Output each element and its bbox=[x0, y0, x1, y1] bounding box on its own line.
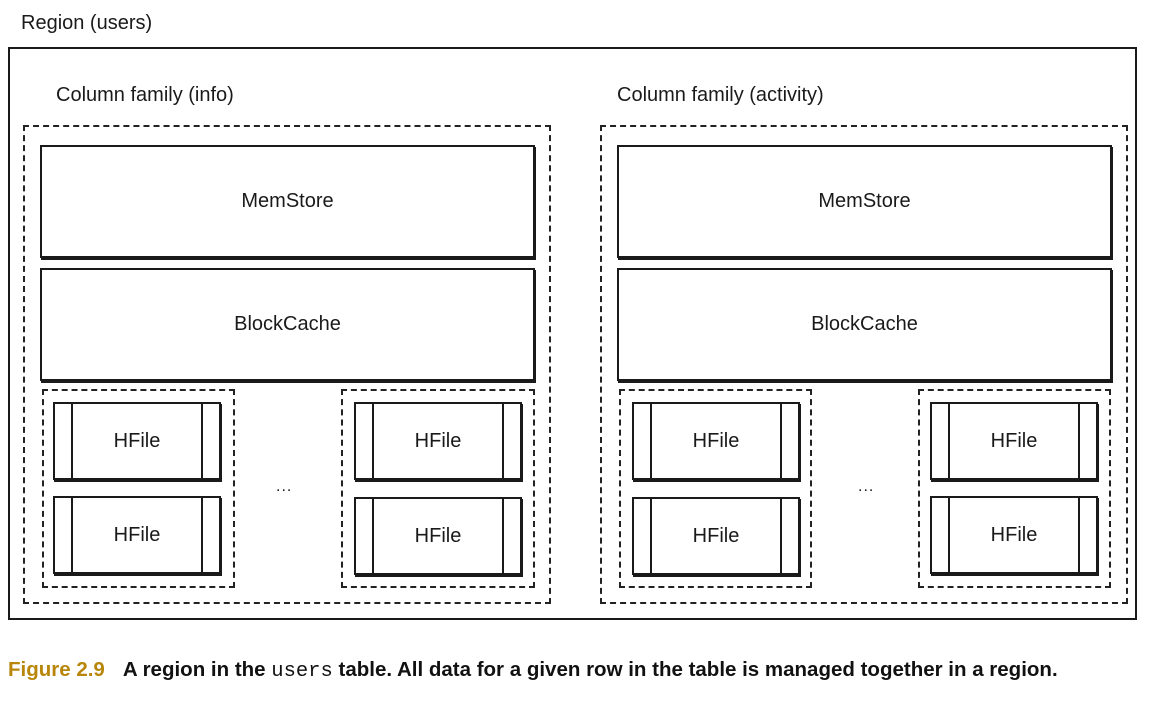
ellipsis-info: ... bbox=[276, 478, 293, 495]
hfile-activity-1: HFile bbox=[632, 402, 800, 480]
memstore-activity: MemStore bbox=[617, 145, 1112, 258]
column-family-label-info: Column family (info) bbox=[56, 84, 234, 106]
blockcache-info: BlockCache bbox=[40, 268, 535, 381]
region-label: Region (users) bbox=[21, 12, 153, 34]
hfile-group-activity-2: HFile HFile bbox=[918, 389, 1111, 588]
figure-caption: Figure 2.9 A region in the users table. A… bbox=[8, 654, 1158, 687]
figure-number: Figure 2.9 bbox=[8, 658, 105, 681]
hfile-info-1: HFile bbox=[53, 402, 221, 480]
hfile-activity-3: HFile bbox=[930, 402, 1098, 480]
column-family-box-activity bbox=[600, 125, 1128, 604]
hfile-group-info-1: HFile HFile bbox=[42, 389, 235, 588]
caption-code: users bbox=[271, 660, 333, 683]
hfile-info-3: HFile bbox=[354, 402, 522, 480]
hfile-info-2: HFile bbox=[53, 496, 221, 574]
hfile-group-activity-1: HFile HFile bbox=[619, 389, 812, 588]
blockcache-activity: BlockCache bbox=[617, 268, 1112, 381]
region-box bbox=[8, 47, 1137, 620]
caption-text-before: A region in the bbox=[122, 658, 272, 681]
hfile-activity-2: HFile bbox=[632, 497, 800, 575]
hfile-group-info-2: HFile HFile bbox=[341, 389, 535, 588]
hfile-activity-4: HFile bbox=[930, 496, 1098, 574]
column-family-label-activity: Column family (activity) bbox=[617, 84, 824, 106]
caption-text-after: table. All data for a given row in the t… bbox=[332, 658, 1058, 681]
hfile-info-4: HFile bbox=[354, 497, 522, 575]
memstore-info: MemStore bbox=[40, 145, 535, 258]
column-family-box-info bbox=[23, 125, 551, 604]
ellipsis-activity: ... bbox=[858, 478, 875, 495]
